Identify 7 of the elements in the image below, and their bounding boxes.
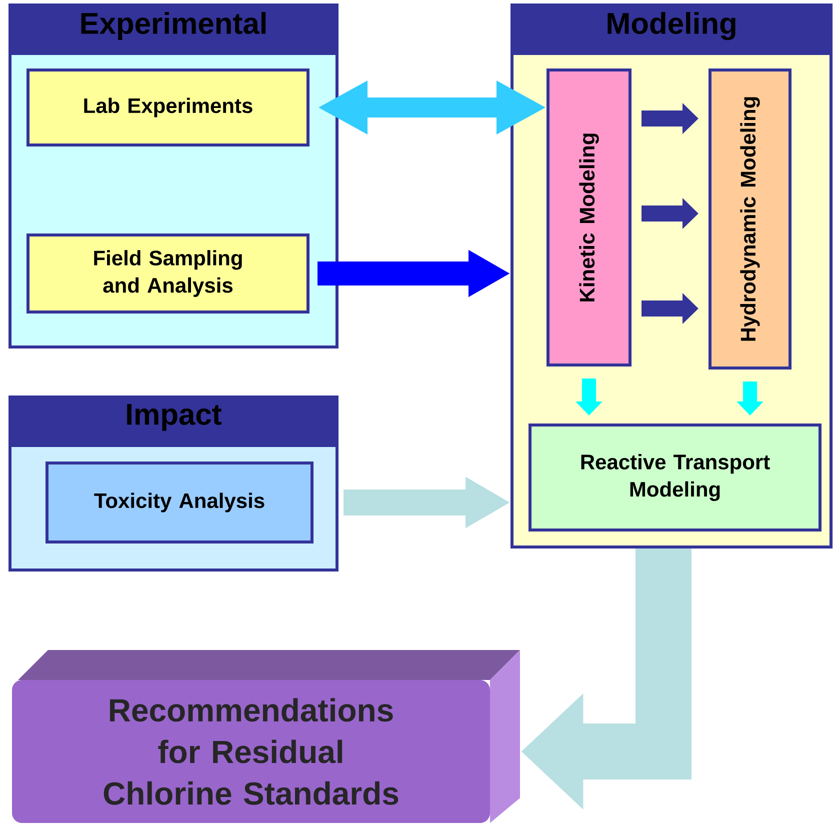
process-box: Reactive Transport Modeling xyxy=(528,424,822,532)
three-d-box: Recommendations for Residual Chlorine Standards xyxy=(12,650,520,823)
process-box: Toxicity Analysis xyxy=(46,462,314,544)
process-box: Hydrodynamic Modeling xyxy=(708,68,792,370)
process-box: Lab Experiments xyxy=(26,68,310,146)
process-box: Field Sampling and Analysis xyxy=(26,234,310,314)
process-box: Kinetic Modeling xyxy=(546,68,632,366)
